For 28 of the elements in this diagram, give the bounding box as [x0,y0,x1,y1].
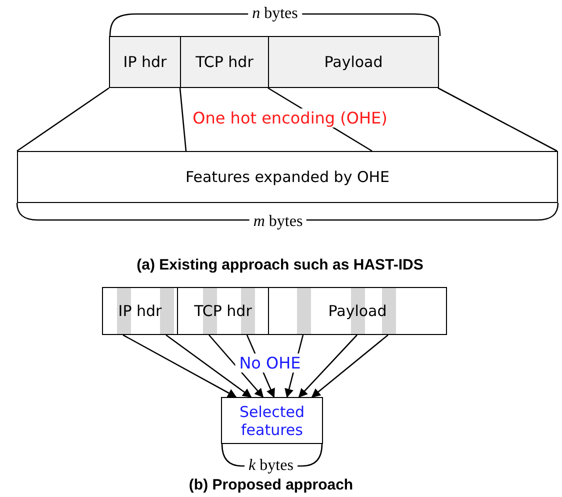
selected-feature-box [221,397,323,444]
bracket-label: k bytes [244,457,298,475]
node-label: Payload [328,302,387,320]
packet-field [102,287,178,335]
caption: (a) Existing approach such as HAST-IDS [136,256,424,274]
mapping-line [179,88,187,152]
arrow [311,334,388,398]
bracket-label: m bytes [249,213,307,231]
packet-field [180,36,269,88]
arrow [166,334,252,398]
node-label: Payload [324,53,383,71]
bracket-label: n bytes [248,5,302,23]
projection-line [438,87,558,152]
arrow [298,334,358,398]
arrow [122,334,237,398]
node-label: Selected features [238,402,306,438]
node-label: TCP hdr [194,302,252,320]
node-label: TCP hdr [196,53,254,71]
projection-line [16,87,110,152]
packet-field [177,287,269,335]
node-label: IP hdr [118,302,162,320]
expanded-feature-box [17,151,558,203]
caption: (b) Proposed approach [188,476,354,494]
packet-field [109,36,181,88]
node-label: IP hdr [123,53,167,71]
arrow [208,334,264,398]
packet-field [268,36,439,88]
packet-field [268,287,447,335]
